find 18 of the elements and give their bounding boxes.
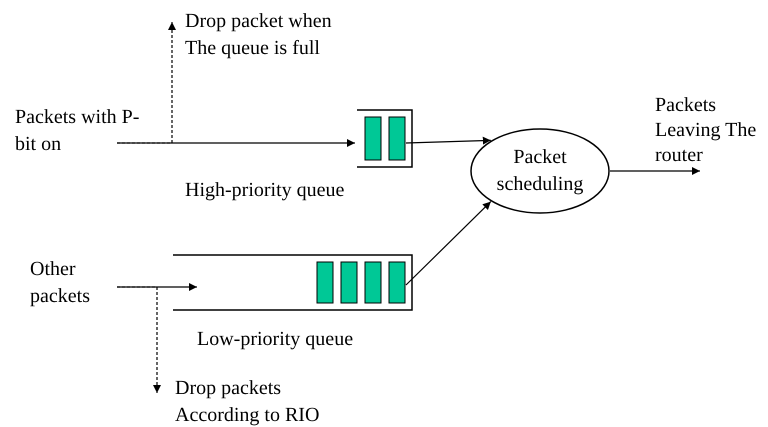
text-label: Drop packet when The queue is full xyxy=(185,8,355,62)
text-label: Drop packets According to RIO xyxy=(175,375,345,427)
text-label: Packets with P-bit on xyxy=(15,104,140,158)
drop-arrow xyxy=(117,22,176,144)
arrow xyxy=(406,201,492,286)
text-label: Packets Leaving The router xyxy=(655,93,760,171)
drop-arrow xyxy=(117,286,161,393)
text-label: Other packets xyxy=(30,256,120,310)
node-label: Packet scheduling xyxy=(496,145,584,197)
queue-drawing xyxy=(357,109,413,168)
queue-drawing xyxy=(173,254,413,311)
queue-label: Low-priority queue xyxy=(197,327,354,352)
arrow xyxy=(117,139,355,147)
process-ellipse xyxy=(470,128,610,214)
arrow xyxy=(117,283,197,291)
arrow xyxy=(406,136,491,145)
arrow xyxy=(610,167,700,175)
queue-label: High-priority queue xyxy=(185,178,344,203)
